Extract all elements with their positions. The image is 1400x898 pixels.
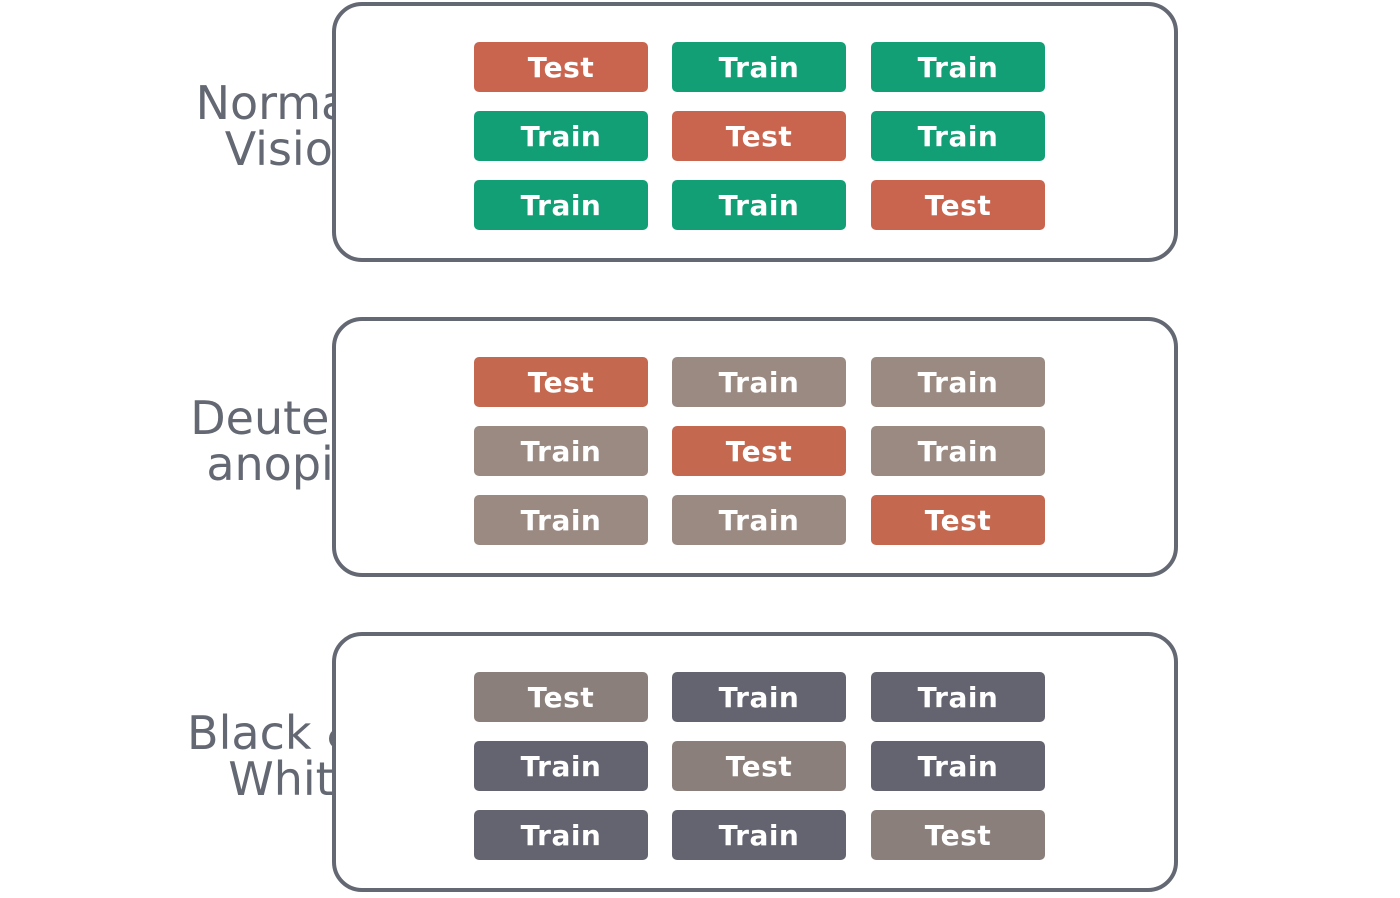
- cell-test: Test: [672, 426, 846, 476]
- cell-train: Train: [474, 426, 648, 476]
- cell-train: Train: [871, 672, 1045, 722]
- cell-train: Train: [474, 111, 648, 161]
- cell-test: Test: [871, 495, 1045, 545]
- cell-test: Test: [474, 357, 648, 407]
- cell-test: Test: [474, 672, 648, 722]
- cell-train: Train: [474, 810, 648, 860]
- cell-train: Train: [672, 180, 846, 230]
- cell-train: Train: [871, 741, 1045, 791]
- cell-test: Test: [871, 180, 1045, 230]
- cell-train: Train: [672, 672, 846, 722]
- cell-train: Train: [474, 495, 648, 545]
- cell-test: Test: [672, 741, 846, 791]
- cell-train: Train: [871, 111, 1045, 161]
- cell-test: Test: [672, 111, 846, 161]
- cell-train: Train: [672, 42, 846, 92]
- cell-train: Train: [474, 741, 648, 791]
- cell-test: Test: [871, 810, 1045, 860]
- cell-train: Train: [672, 357, 846, 407]
- cell-train: Train: [871, 426, 1045, 476]
- cell-train: Train: [871, 42, 1045, 92]
- cell-test: Test: [474, 42, 648, 92]
- cell-train: Train: [871, 357, 1045, 407]
- cell-train: Train: [672, 495, 846, 545]
- cell-train: Train: [672, 810, 846, 860]
- cell-train: Train: [474, 180, 648, 230]
